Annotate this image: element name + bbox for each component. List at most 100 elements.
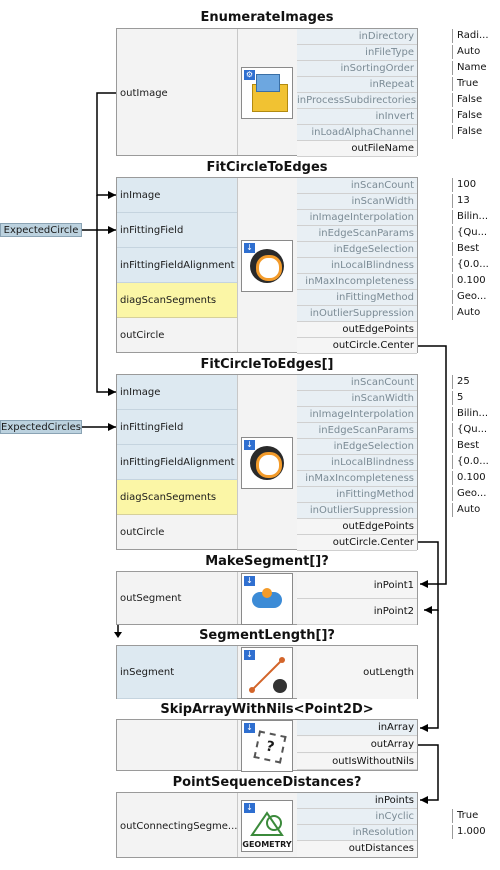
port-out-segment[interactable]: outSegment — [120, 592, 182, 604]
port-out-edge-points[interactable]: outEdgePoints — [297, 322, 417, 338]
port-in-max-incompleteness[interactable]: inMaxIncompleteness — [297, 471, 417, 487]
port-in-point1[interactable]: inPoint1 — [297, 572, 417, 599]
value-max-incompleteness[interactable]: 0.100 — [452, 471, 500, 485]
port-out-edge-points[interactable]: outEdgePoints — [297, 519, 417, 535]
port-in-array[interactable]: inArray — [297, 720, 417, 736]
expected-circle-input[interactable]: ExpectedCircle — [0, 223, 82, 237]
value-image-interpolation[interactable]: Bilin... — [452, 210, 500, 224]
node-fit-circle-to-edges-array[interactable]: inImage inFittingField inFittingFieldAli… — [116, 374, 418, 551]
port-in-directory[interactable]: inDirectory — [297, 29, 417, 45]
value-local-blindness[interactable]: {0.0... — [452, 258, 500, 272]
value-fitting-method[interactable]: Geo... — [452, 290, 500, 304]
port-in-max-incompleteness[interactable]: inMaxIncompleteness — [297, 274, 417, 290]
port-in-outlier-suppression[interactable]: inOutlierSuppression — [297, 306, 417, 322]
value-scan-count[interactable]: 100 — [452, 178, 500, 192]
port-out-circle-center[interactable]: outCircle.Center — [297, 535, 417, 551]
node-title-make-segment: MakeSegment[]? — [205, 554, 329, 569]
port-in-fitting-field-alignment[interactable]: inFittingFieldAlignment — [117, 248, 237, 283]
value-in-repeat[interactable]: True — [452, 77, 500, 91]
value-outlier-suppression[interactable]: Auto — [452, 306, 500, 320]
geometry-caption: GEOMETRY — [242, 840, 292, 849]
geometry-icon: ↓ GEOMETRY — [241, 800, 293, 852]
value-in-sorting-order[interactable]: Name — [452, 61, 500, 75]
value-in-cyclic[interactable]: True — [452, 809, 500, 823]
port-in-process-subdirectories[interactable]: inProcessSubdirectories — [297, 93, 417, 109]
port-in-cyclic[interactable]: inCyclic — [297, 809, 417, 825]
port-in-fitting-field[interactable]: inFittingField — [117, 213, 237, 248]
port-in-fitting-field[interactable]: inFittingField — [117, 410, 237, 445]
port-out-length[interactable]: outLength — [297, 646, 417, 699]
port-in-image[interactable]: inImage — [117, 375, 237, 410]
port-in-image[interactable]: inImage — [117, 178, 237, 213]
port-diag-scan-segments[interactable]: diagScanSegments — [117, 283, 237, 318]
value-edge-scan-params[interactable]: {Qu... — [452, 423, 500, 437]
port-out-connecting-segments[interactable]: outConnectingSegme... — [120, 820, 238, 832]
port-in-scan-width[interactable]: inScanWidth — [297, 194, 417, 210]
value-in-load-alpha-channel[interactable]: False — [452, 125, 500, 139]
node-title-segment-length: SegmentLength[]? — [199, 628, 335, 643]
value-scan-count[interactable]: 25 — [452, 375, 500, 389]
value-in-file-type[interactable]: Auto — [452, 45, 500, 59]
port-in-load-alpha-channel[interactable]: inLoadAlphaChannel — [297, 125, 417, 141]
port-in-invert[interactable]: inInvert — [297, 109, 417, 125]
arrow-down-icon: ↓ — [244, 576, 255, 586]
port-out-file-name[interactable]: outFileName — [297, 141, 417, 157]
port-out-is-without-nils[interactable]: outIsWithoutNils — [297, 754, 417, 770]
folder-images-icon: ⚙ — [241, 67, 293, 119]
value-outlier-suppression[interactable]: Auto — [452, 503, 500, 517]
port-out-distances[interactable]: outDistances — [297, 841, 417, 857]
value-max-incompleteness[interactable]: 0.100 — [452, 274, 500, 288]
port-diag-scan-segments[interactable]: diagScanSegments — [117, 480, 237, 515]
node-point-sequence-distances[interactable]: outConnectingSegme... ↓ GEOMETRY inPoint… — [116, 792, 418, 858]
port-in-sorting-order[interactable]: inSortingOrder — [297, 61, 417, 77]
node-title-fit-circle: FitCircleToEdges — [206, 160, 328, 175]
node-enumerate-images[interactable]: outImage ⚙ inDirectory inFileType inSort… — [116, 28, 418, 157]
value-in-resolution[interactable]: 1.000 — [452, 825, 500, 839]
value-in-directory[interactable]: Radi... — [452, 29, 500, 43]
port-in-segment[interactable]: inSegment — [117, 646, 237, 699]
port-in-outlier-suppression[interactable]: inOutlierSuppression — [297, 503, 417, 519]
port-out-circle[interactable]: outCircle — [120, 330, 165, 341]
node-skip-array-with-nils[interactable]: ↓ ? inArray outArray outIsWithoutNils — [116, 719, 418, 772]
node-make-segment[interactable]: outSegment ↓ inPoint1 inPoint2 — [116, 571, 418, 625]
port-in-scan-count[interactable]: inScanCount — [297, 375, 417, 391]
port-in-fitting-field-alignment[interactable]: inFittingFieldAlignment — [117, 445, 237, 480]
port-in-scan-count[interactable]: inScanCount — [297, 178, 417, 194]
value-edge-selection[interactable]: Best — [452, 439, 500, 453]
port-in-local-blindness[interactable]: inLocalBlindness — [297, 258, 417, 274]
value-edge-scan-params[interactable]: {Qu... — [452, 226, 500, 240]
value-in-invert[interactable]: False — [452, 109, 500, 123]
port-in-edge-scan-params[interactable]: inEdgeScanParams — [297, 423, 417, 439]
port-in-scan-width[interactable]: inScanWidth — [297, 391, 417, 407]
port-in-image-interpolation[interactable]: inImageInterpolation — [297, 210, 417, 226]
value-scan-width[interactable]: 13 — [452, 194, 500, 208]
port-in-resolution[interactable]: inResolution — [297, 825, 417, 841]
value-scan-width[interactable]: 5 — [452, 391, 500, 405]
port-in-edge-scan-params[interactable]: inEdgeScanParams — [297, 226, 417, 242]
port-in-image-interpolation[interactable]: inImageInterpolation — [297, 407, 417, 423]
port-in-local-blindness[interactable]: inLocalBlindness — [297, 455, 417, 471]
value-edge-selection[interactable]: Best — [452, 242, 500, 256]
value-fitting-method[interactable]: Geo... — [452, 487, 500, 501]
port-in-edge-selection[interactable]: inEdgeSelection — [297, 439, 417, 455]
fit-circle-icon: ↓ — [241, 240, 293, 292]
port-in-points[interactable]: inPoints — [297, 793, 417, 809]
port-out-circle[interactable]: outCircle — [120, 527, 165, 538]
port-in-fitting-method[interactable]: inFittingMethod — [297, 487, 417, 503]
value-in-process-subdirectories[interactable]: False — [452, 93, 500, 107]
skip-array-icon: ↓ ? — [241, 720, 293, 772]
node-fit-circle-to-edges[interactable]: inImage inFittingField inFittingFieldAli… — [116, 177, 418, 354]
segment-length-icon: ↓ — [241, 647, 293, 699]
port-in-edge-selection[interactable]: inEdgeSelection — [297, 242, 417, 258]
port-out-array[interactable]: outArray — [297, 737, 417, 753]
port-in-repeat[interactable]: inRepeat — [297, 77, 417, 93]
port-in-fitting-method[interactable]: inFittingMethod — [297, 290, 417, 306]
value-local-blindness[interactable]: {0.0... — [452, 455, 500, 469]
port-in-file-type[interactable]: inFileType — [297, 45, 417, 61]
node-segment-length[interactable]: inSegment ↓ outLength — [116, 645, 418, 699]
port-out-image[interactable]: outImage — [120, 87, 168, 99]
port-out-circle-center[interactable]: outCircle.Center — [297, 338, 417, 354]
value-image-interpolation[interactable]: Bilin... — [452, 407, 500, 421]
expected-circles-input[interactable]: ExpectedCircles — [0, 420, 82, 434]
port-in-point2[interactable]: inPoint2 — [297, 599, 417, 625]
